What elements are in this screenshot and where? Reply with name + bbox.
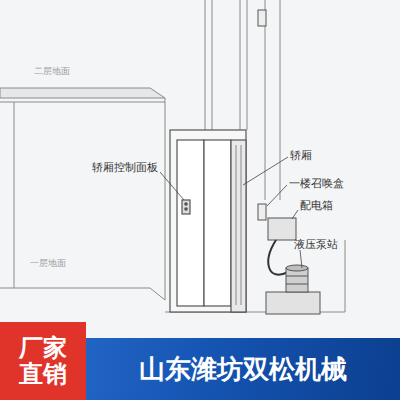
part-label: 一楼召唤盒 [289,177,344,190]
distribution-box [268,218,296,240]
part-label: 配电箱 [300,199,333,212]
part-label: 轿厢控制面板 [92,161,158,174]
part-label: 轿厢 [290,149,312,162]
hydraulic-pump [266,265,320,314]
cable [268,240,288,275]
node-text: 厂家 直销 [19,335,67,388]
call-box [258,204,266,220]
call-box [258,10,266,26]
node-text: 山东潍坊双松机械 [139,352,347,387]
part-label: 液压泵站 [294,238,338,251]
promo-badge: 厂家 直销 [0,322,86,400]
elevator-car [170,130,246,312]
building-lines [0,0,345,312]
leader-lines [160,157,302,268]
floor-label: 一层地面 [30,258,66,269]
floor-label: 二层地面 [34,66,70,77]
